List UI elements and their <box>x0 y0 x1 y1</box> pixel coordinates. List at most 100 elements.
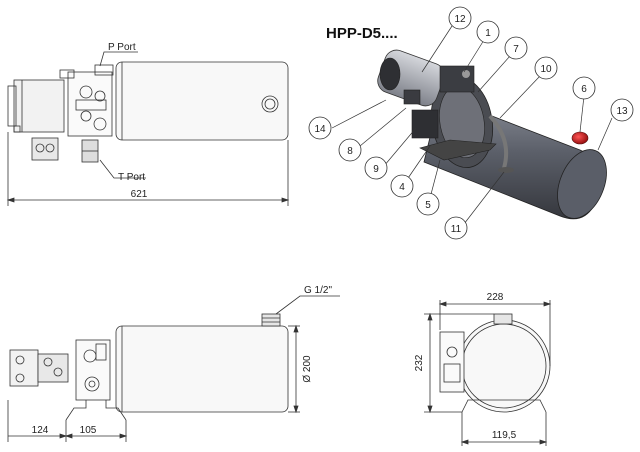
iso-manifold <box>439 65 475 93</box>
leader-12 <box>421 25 453 73</box>
callout-9-label: 9 <box>373 164 379 175</box>
callout-7-circle <box>504 36 528 60</box>
leader-10 <box>499 75 541 119</box>
end-mount-bracket <box>461 399 547 413</box>
foot-left <box>65 400 87 421</box>
leader-14 <box>331 99 387 129</box>
callout-12-label: 12 <box>454 14 466 25</box>
iso-red-cap <box>571 131 589 145</box>
callout-14: 14 <box>308 116 332 140</box>
p-port-label: P Port <box>108 42 136 53</box>
callout-12-circle <box>448 6 472 30</box>
valve-bottom-circle-2 <box>84 376 100 392</box>
valve-circle-1 <box>79 85 93 99</box>
foot-right <box>105 400 127 421</box>
callout-11-circle <box>444 216 468 240</box>
valve-bottom-rect <box>95 343 107 361</box>
callout-10: 10 <box>534 56 558 80</box>
valve-bottom-circle-3 <box>88 380 96 388</box>
callouts: 12 1 7 10 6 13 14 8 <box>308 6 634 240</box>
end-view <box>424 300 552 446</box>
callout-1: 1 <box>476 20 500 44</box>
dim-232-label: 232 <box>414 354 425 371</box>
end-valve-block <box>439 331 465 393</box>
dim-621-label: 621 <box>131 189 148 200</box>
t-port-leader <box>99 159 146 179</box>
isometric-view <box>377 49 607 220</box>
callout-5-label: 5 <box>425 200 431 211</box>
motor-body <box>13 79 65 133</box>
callout-5: 5 <box>416 192 440 216</box>
dim-124-label: 124 <box>32 425 49 436</box>
tank-end-circle <box>457 319 551 413</box>
valve-block <box>67 71 113 137</box>
iso-pipe-foot <box>498 167 514 173</box>
iso-bracket <box>419 139 497 161</box>
callout-6-label: 6 <box>581 84 587 95</box>
callout-8-label: 8 <box>347 146 353 157</box>
arrow-228-left <box>438 301 447 307</box>
leader-8 <box>359 107 407 147</box>
callout-1-circle <box>476 20 500 44</box>
leader-5 <box>429 159 441 199</box>
pump-circle-2 <box>45 143 55 153</box>
arrow-228-right <box>543 301 552 307</box>
iso-tank-end <box>557 149 607 219</box>
pump-bottom-circle-1 <box>43 357 53 367</box>
callout-4-label: 4 <box>399 182 405 193</box>
mount-tab-top <box>59 69 75 79</box>
side-view-bottom <box>7 295 340 442</box>
callout-14-circle <box>308 116 332 140</box>
motor-bottom-circle-2 <box>15 373 25 383</box>
end-valve-circle <box>446 346 458 358</box>
callout-13-circle <box>610 98 634 122</box>
callout-10-circle <box>534 56 558 80</box>
iso-fitting-1 <box>462 70 470 78</box>
leader-9 <box>383 127 417 167</box>
arrow-232-top <box>427 312 433 321</box>
iso-relief-valve <box>403 89 421 105</box>
t-port-label: T Port <box>118 172 145 183</box>
dim-diameter-label: Ø 200 <box>302 355 313 383</box>
dim-228-label: 228 <box>487 292 504 303</box>
tank-outline-bottom <box>115 325 289 413</box>
pump-bottom-circle-2 <box>53 367 63 377</box>
arrow-left-621 <box>6 197 15 203</box>
callout-11: 11 <box>444 216 468 240</box>
valve-circle-3 <box>80 110 92 122</box>
model-title: HPP-D5.... <box>326 25 398 42</box>
iso-motor-end <box>379 57 401 91</box>
g-port-label: G 1/2" <box>304 285 332 296</box>
pump-circle-1 <box>35 143 45 153</box>
callout-7: 7 <box>504 36 528 60</box>
arrow-top-dia <box>293 324 299 333</box>
callout-6-circle <box>572 76 596 100</box>
callout-5-circle <box>416 192 440 216</box>
leader-7 <box>477 55 511 93</box>
drain-plug-circle <box>261 95 279 113</box>
callout-9: 9 <box>364 156 388 180</box>
pump-unit <box>31 137 59 161</box>
side-view-top <box>6 51 290 206</box>
filler-cap <box>261 313 281 327</box>
callout-9-circle <box>364 156 388 180</box>
callout-4-circle <box>390 174 414 198</box>
end-valve-rect <box>443 363 461 383</box>
pump-bottom <box>37 353 69 383</box>
callout-8: 8 <box>338 138 362 162</box>
arrow-105-left <box>64 433 73 439</box>
tank-outline <box>115 61 289 141</box>
motor-endcap <box>7 85 17 127</box>
iso-return-pipe <box>488 114 509 169</box>
dim-1195-label: 119,5 <box>492 430 517 441</box>
callout-8-circle <box>338 138 362 162</box>
callout-6: 6 <box>572 76 596 100</box>
end-filler-cap <box>493 313 513 325</box>
arrow-232-bottom <box>427 405 433 414</box>
arrow-105-right <box>119 433 128 439</box>
p-port-leader <box>99 51 138 67</box>
leader-1 <box>463 39 485 73</box>
valve-rect <box>75 99 107 111</box>
arrow-right-621 <box>281 197 290 203</box>
